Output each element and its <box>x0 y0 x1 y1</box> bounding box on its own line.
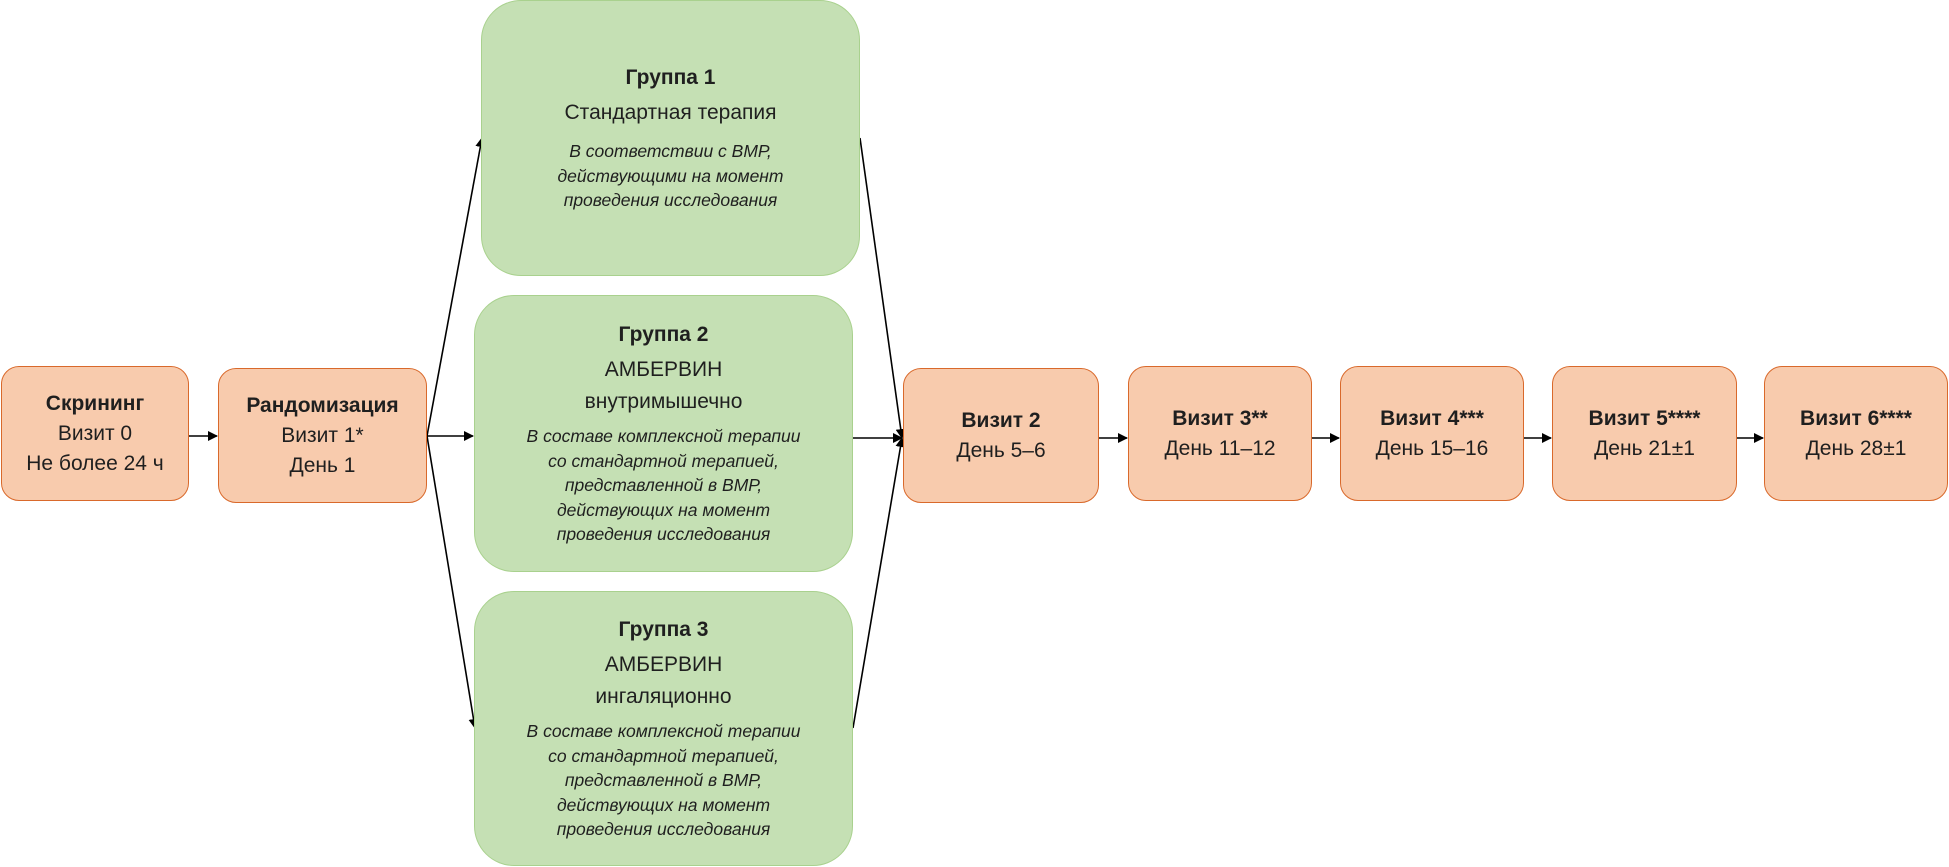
group3-note-line: действующих на момент <box>556 794 771 815</box>
arrow-randomization-to-group3 <box>426 435 479 729</box>
arrow-group3-to-visit2 <box>852 437 906 729</box>
group3-note-line: представленной в ВМР, <box>564 770 763 791</box>
group1-box: Группа 1 Стандартная терапия В соответст… <box>481 0 860 276</box>
group2-note-line: со стандартной терапией, <box>548 450 779 471</box>
visit5-day: День 21±1 <box>1594 436 1695 460</box>
group2-note-line: представленной в ВМР, <box>564 475 763 496</box>
group2-route: внутримышечно <box>584 390 743 414</box>
visit6-title: Визит 6**** <box>1800 406 1912 430</box>
group1-note-line: действующими на момент <box>557 165 784 186</box>
group1-title: Группа 1 <box>625 66 716 90</box>
screening-title: Скрининг <box>45 391 145 415</box>
randomization-visit: Визит 1* <box>281 423 364 447</box>
group3-box: Группа 3 АМБЕРВИН ингаляционно В составе… <box>474 591 853 866</box>
group1-note-line: В соответствии с ВМР, <box>569 141 772 162</box>
screening-visit: Визит 0 <box>57 421 133 445</box>
group3-drug: АМБЕРВИН <box>604 653 723 677</box>
visit4-box: Визит 4*** День 15–16 <box>1340 366 1524 501</box>
group2-note: В составе комплексной терапии со стандар… <box>527 424 801 547</box>
arrow-randomization-to-group1 <box>426 137 486 437</box>
visit6-day: День 28±1 <box>1805 436 1907 460</box>
visit4-title: Визит 4*** <box>1380 406 1484 430</box>
visit2-day: День 5–6 <box>956 438 1046 462</box>
visit3-title: Визит 3** <box>1172 406 1268 430</box>
visit3-box: Визит 3** День 11–12 <box>1128 366 1312 501</box>
group2-note-line: В составе комплексной терапии <box>526 426 801 447</box>
randomization-box: Рандомизация Визит 1* День 1 <box>218 368 427 503</box>
group2-box: Группа 2 АМБЕРВИН внутримышечно В состав… <box>474 295 853 572</box>
group2-note-line: действующих на момент <box>556 499 771 520</box>
group3-note-line: проведения исследования <box>556 819 771 840</box>
visit3-day: День 11–12 <box>1164 436 1276 460</box>
randomization-title: Рандомизация <box>246 393 399 417</box>
screening-box: Скрининг Визит 0 Не более 24 ч <box>1 366 189 501</box>
visit2-title: Визит 2 <box>961 408 1041 432</box>
visit4-day: День 15–16 <box>1375 436 1489 460</box>
group3-title: Группа 3 <box>618 618 709 642</box>
visit5-box: Визит 5**** День 21±1 <box>1552 366 1737 501</box>
visit5-title: Визит 5**** <box>1588 406 1701 430</box>
randomization-day: День 1 <box>289 453 356 477</box>
group2-note-line: проведения исследования <box>556 524 771 545</box>
visit6-box: Визит 6**** День 28±1 <box>1764 366 1948 501</box>
group3-note-line: В составе комплексной терапии <box>526 721 801 742</box>
group1-note: В соответствии с ВМР, действующими на мо… <box>557 139 783 213</box>
group1-note-line: проведения исследования <box>563 190 778 211</box>
group2-drug: АМБЕРВИН <box>604 358 723 382</box>
arrow-group1-to-visit2 <box>859 137 906 439</box>
group1-subtitle: Стандартная терапия <box>564 101 777 125</box>
group3-route: ингаляционно <box>595 685 732 709</box>
visit2-box: Визит 2 День 5–6 <box>903 368 1099 503</box>
group2-title: Группа 2 <box>618 323 709 347</box>
group3-note: В составе комплексной терапии со стандар… <box>527 719 801 842</box>
screening-duration: Не более 24 ч <box>26 451 164 475</box>
group3-note-line: со стандартной терапией, <box>548 745 779 766</box>
